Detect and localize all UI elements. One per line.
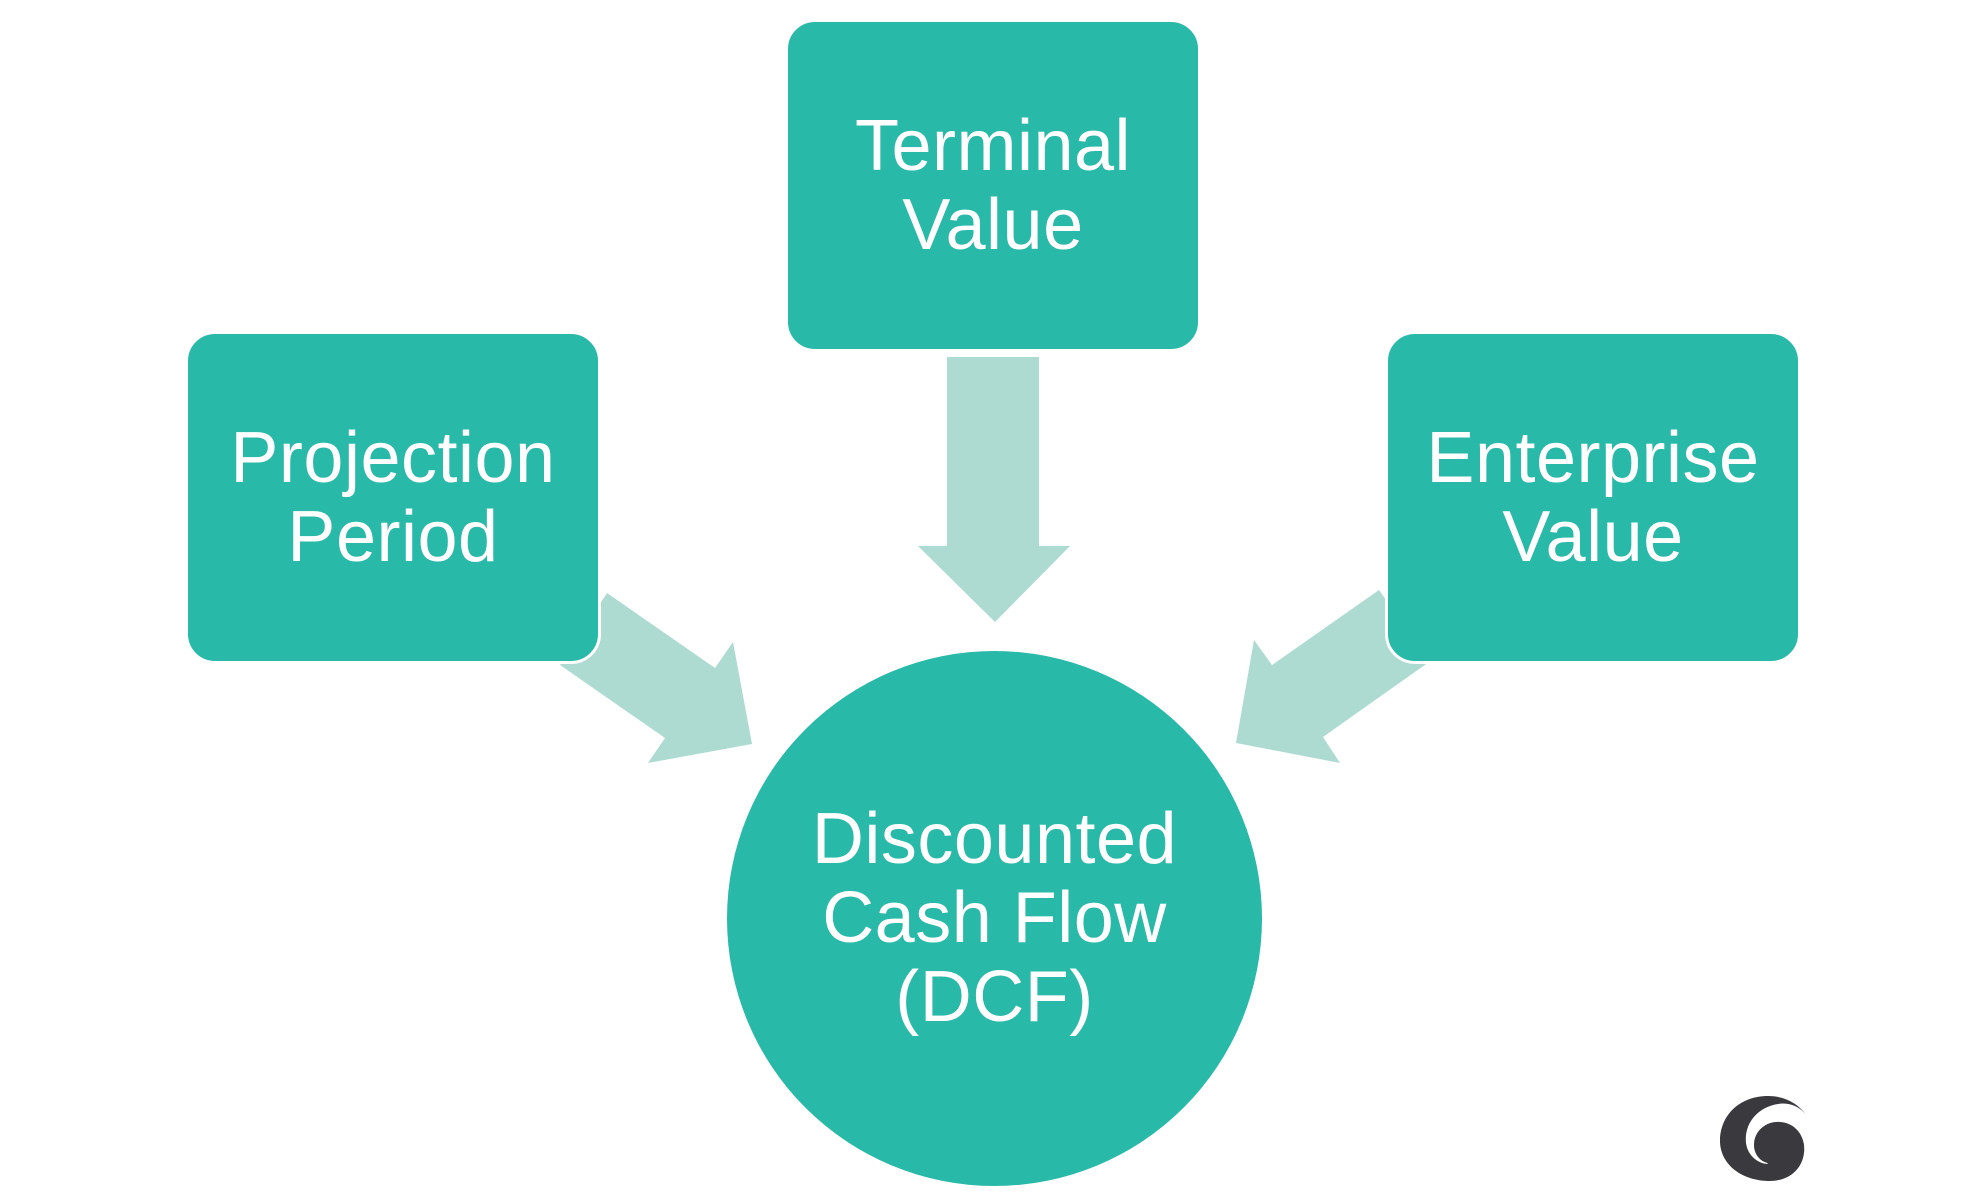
- node-projection-period: Projection Period: [185, 331, 601, 664]
- node-projection-period-label: Projection Period: [230, 417, 556, 577]
- arrow-enterprise-to-dcf: [1236, 590, 1429, 763]
- node-terminal-value-line2: Value: [902, 184, 1084, 265]
- arrow-projection-to-dcf: [560, 593, 752, 763]
- arrow-terminal-to-dcf: [918, 357, 1070, 622]
- node-dcf-line3: (DCF): [895, 957, 1094, 1037]
- node-dcf-line2: Cash Flow: [822, 878, 1167, 958]
- node-dcf-line1: Discounted: [811, 799, 1178, 879]
- node-enterprise-value-label: Enterprise Value: [1426, 417, 1760, 577]
- node-projection-period-line1: Projection: [230, 417, 556, 498]
- node-terminal-value: Terminal Value: [785, 19, 1201, 352]
- node-terminal-value-line1: Terminal: [854, 105, 1132, 186]
- logo-icon: [1720, 1096, 1806, 1181]
- node-enterprise-value: Enterprise Value: [1385, 331, 1801, 664]
- node-dcf-label: Discounted Cash Flow (DCF): [812, 800, 1177, 1037]
- node-projection-period-line2: Period: [287, 496, 499, 577]
- node-enterprise-value-line2: Value: [1502, 496, 1684, 577]
- node-terminal-value-label: Terminal Value: [854, 105, 1132, 265]
- node-enterprise-value-line1: Enterprise: [1426, 417, 1760, 498]
- node-discounted-cash-flow: Discounted Cash Flow (DCF): [727, 651, 1262, 1186]
